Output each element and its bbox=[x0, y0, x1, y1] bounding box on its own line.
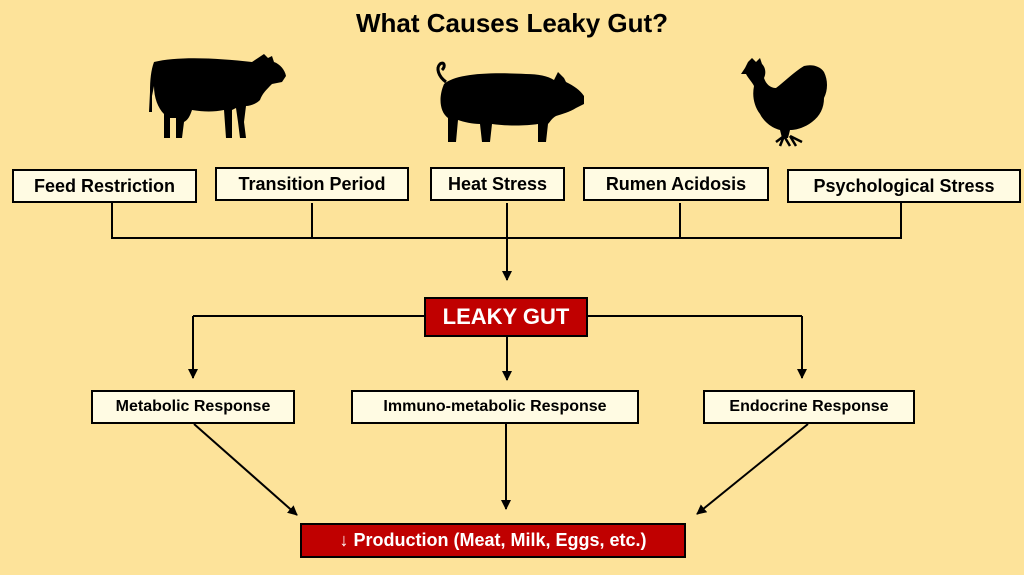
cause-rumen-acidosis: Rumen Acidosis bbox=[583, 167, 769, 201]
cause-feed-restriction: Feed Restriction bbox=[12, 169, 197, 203]
response-metabolic: Metabolic Response bbox=[91, 390, 295, 424]
cause-psychological-stress: Psychological Stress bbox=[787, 169, 1021, 203]
cause-transition-period: Transition Period bbox=[215, 167, 409, 201]
chicken-icon bbox=[741, 58, 827, 147]
arrow-metabolic-to-production bbox=[193, 423, 298, 516]
response-endocrine: Endocrine Response bbox=[703, 390, 915, 424]
cow-icon bbox=[149, 54, 286, 138]
arrow-endocrine-to-production bbox=[696, 423, 809, 515]
response-immuno-metabolic: Immuno-metabolic Response bbox=[351, 390, 639, 424]
page-title: What Causes Leaky Gut? bbox=[355, 8, 669, 38]
pig-icon bbox=[436, 61, 584, 142]
production-outcome-box: ↓ Production (Meat, Milk, Eggs, etc.) bbox=[300, 523, 686, 558]
cause-heat-stress: Heat Stress bbox=[430, 167, 565, 201]
leaky-gut-box: LEAKY GUT bbox=[424, 297, 588, 337]
